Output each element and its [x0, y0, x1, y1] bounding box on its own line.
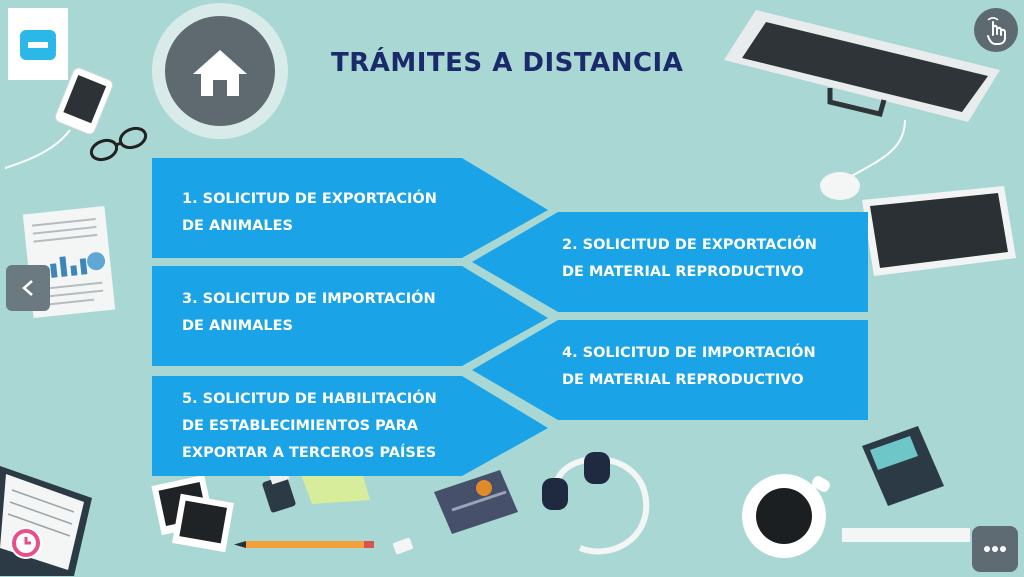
home-icon — [193, 50, 247, 96]
eraser-icon — [393, 537, 413, 555]
glasses-icon — [89, 126, 148, 162]
smartphone-icon — [4, 67, 114, 169]
arrow-shape — [472, 212, 868, 312]
previous-slide-button[interactable] — [6, 265, 50, 311]
photos-icon — [151, 474, 234, 553]
brand-logo-icon — [12, 529, 40, 557]
notebook-icon — [0, 466, 92, 576]
page-title: TRÁMITES A DISTANCIA — [331, 48, 684, 78]
calculator-icon — [862, 426, 944, 506]
touch-hand-icon — [987, 17, 1006, 45]
menu-item-label: 1. SOLICITUD DE EXPORTACIÓN DE ANIMALES — [182, 191, 437, 234]
more-options-button[interactable] — [972, 526, 1018, 572]
pencil-icon — [234, 541, 374, 548]
arrow-shape — [152, 376, 548, 476]
menu-item-exportacion-animales[interactable]: 1. SOLICITUD DE EXPORTACIÓN DE ANIMALES — [152, 158, 552, 258]
arrow-shape — [472, 320, 868, 420]
headphones-icon — [542, 452, 650, 555]
menu-item-label: 4. SOLICITUD DE IMPORTACIÓN DE MATERIAL … — [562, 345, 816, 388]
touch-mode-button[interactable] — [974, 8, 1018, 52]
arrow-shape — [152, 158, 548, 258]
arrow-shape — [152, 266, 548, 366]
chevron-left-icon — [22, 280, 33, 296]
mouse-icon — [820, 119, 906, 200]
brand-badge-button[interactable] — [10, 527, 42, 559]
keyboard-icon — [862, 186, 1016, 276]
menu-item-importacion-animales[interactable]: 3. SOLICITUD DE IMPORTACIÓN DE ANIMALES — [152, 266, 552, 366]
brand-logo-icon — [20, 30, 56, 60]
menu-item-habilitacion-establecimientos[interactable]: 5. SOLICITUD DE HABILITACIÓN DE ESTABLEC… — [152, 376, 552, 476]
more-dots-icon — [984, 546, 1006, 552]
menu-item-exportacion-material[interactable]: 2. SOLICITUD DE EXPORTACIÓN DE MATERIAL … — [472, 212, 868, 312]
credit-card-icon — [434, 470, 518, 534]
coffee-cup-icon — [742, 474, 830, 558]
menu-item-label: 3. SOLICITUD DE IMPORTACIÓN DE ANIMALES — [182, 291, 436, 334]
menu-item-label: 5. SOLICITUD DE HABILITACIÓN DE ESTABLEC… — [182, 391, 437, 461]
home-button[interactable] — [165, 16, 275, 126]
menu-item-label: 2. SOLICITUD DE EXPORTACIÓN DE MATERIAL … — [562, 237, 817, 280]
report-document-icon — [22, 205, 116, 319]
monitor-icon — [724, 10, 1000, 122]
menu-item-importacion-material[interactable]: 4. SOLICITUD DE IMPORTACIÓN DE MATERIAL … — [472, 320, 868, 420]
ruler-icon — [842, 528, 970, 542]
brand-logo — [8, 8, 68, 80]
